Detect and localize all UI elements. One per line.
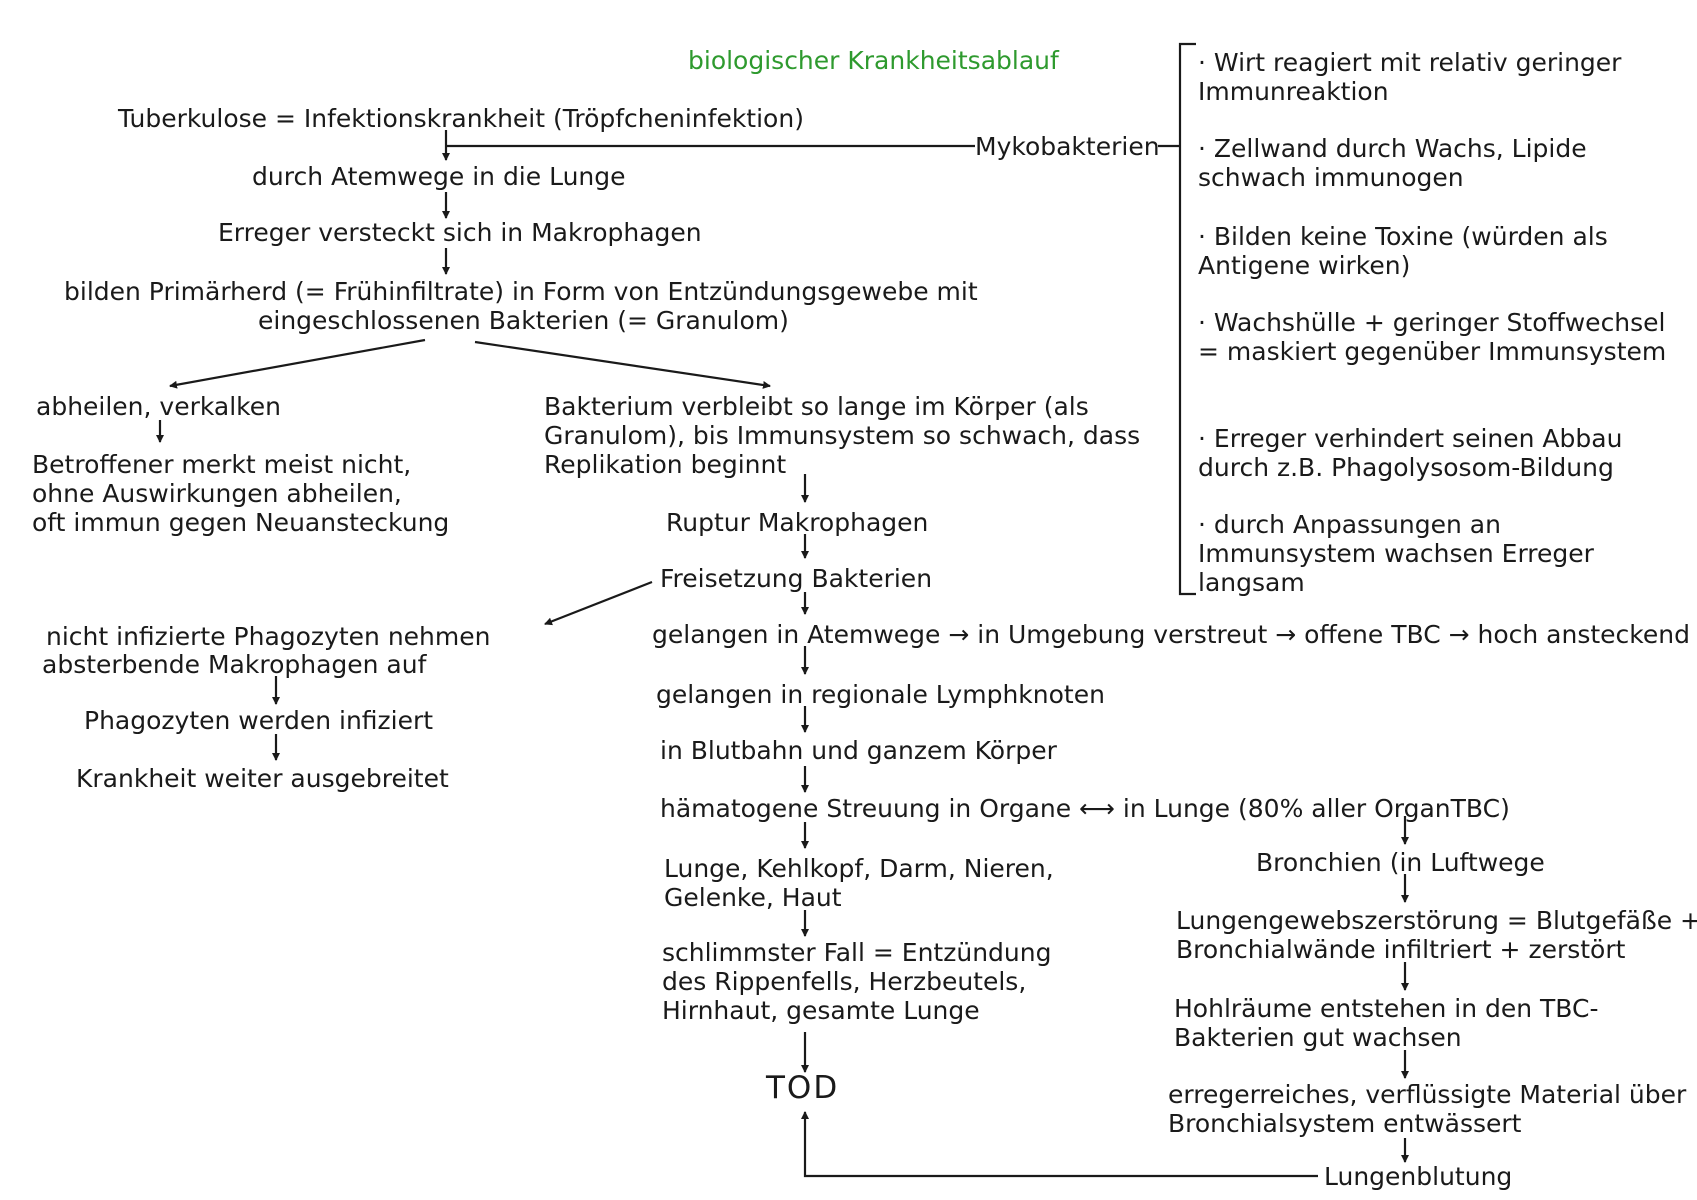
node-betroffener-line1: Betroffener merkt meist nicht,	[32, 450, 412, 479]
arrow-freisetzung-to-phagozyten	[544, 580, 653, 626]
node-ruptur: Ruptur Makrophagen	[666, 508, 929, 537]
node-atemwege: durch Atemwege in die Lunge	[252, 162, 626, 191]
fact-item: · Wachshülle + geringer Stoffwechsel = m…	[1198, 308, 1667, 366]
node-makrophagen: Erreger versteckt sich in Makrophagen	[218, 218, 702, 247]
node-phagozyten-infiziert: Phagozyten werden infiziert	[84, 706, 434, 735]
node-phagozyten-line2: absterbende Makrophagen auf	[42, 650, 427, 679]
arrow-branch-right	[474, 340, 771, 389]
node-atemwege-verstreut: gelangen in Atemwege → in Umgebung verst…	[652, 620, 1690, 649]
node-fall-line1: schlimmster Fall = Entzündung	[662, 938, 1052, 967]
node-abheilen: abheilen, verkalken	[36, 392, 281, 421]
node-mykobakterien: Mykobakterien	[975, 132, 1160, 161]
node-betroffener-line3: oft immun gegen Neuansteckung	[32, 508, 450, 537]
fact-item: · Bilden keine Toxine (würden als Antige…	[1198, 222, 1608, 280]
node-blutbahn: in Blutbahn und ganzem Körper	[660, 736, 1057, 765]
node-material-line1: erregerreiches, verflüssigte Material üb…	[1168, 1080, 1687, 1109]
node-freisetzung: Freisetzung Bakterien	[660, 564, 933, 593]
node-bakterium-line3: Replikation beginnt	[544, 450, 787, 479]
node-streuung: hämatogene Streuung in Organe ⟷ in Lunge…	[660, 794, 1510, 823]
node-tod: TOD	[766, 1070, 840, 1106]
node-bakterium-line1: Bakterium verbleibt so lange im Körper (…	[544, 392, 1089, 421]
node-lymphknoten: gelangen in regionale Lymphknoten	[656, 680, 1105, 709]
fact-item: · Zellwand durch Wachs, Lipide schwach i…	[1198, 134, 1587, 192]
node-betroffener-line2: ohne Auswirkungen abheilen,	[32, 479, 402, 508]
arrow-branch-left	[169, 338, 426, 389]
node-primaerherd-line2: eingeschlossenen Bakterien (= Granulom)	[258, 306, 789, 335]
node-zerstoerung-line2: Bronchialwände infiltriert + zerstört	[1176, 935, 1626, 964]
node-hohlraeume-line2: Bakterien gut wachsen	[1174, 1023, 1462, 1052]
node-bronchien: Bronchien (in Luftwege	[1256, 848, 1545, 877]
facts-bracket	[1178, 42, 1196, 596]
diagram-title: biologischer Krankheitsablauf	[688, 46, 1059, 75]
node-fall-line3: Hirnhaut, gesamte Lunge	[662, 996, 980, 1025]
node-organe-line2: Gelenke, Haut	[664, 883, 842, 912]
node-phagozyten-line1: nicht infizierte Phagozyten nehmen	[46, 622, 491, 651]
arrow-blutung-to-tod	[801, 1111, 1318, 1178]
node-tuberkulose: Tuberkulose = Infektionskrankheit (Tröpf…	[118, 104, 804, 133]
node-primaerherd-line1: bilden Primärherd (= Frühinfiltrate) in …	[64, 277, 978, 306]
node-bakterium-line2: Granulom), bis Immunsystem so schwach, d…	[544, 421, 1141, 450]
fact-item: · Erreger verhindert seinen Abbau durch …	[1198, 424, 1623, 482]
node-hohlraeume-line1: Hohlräume entstehen in den TBC-	[1174, 994, 1599, 1023]
fact-item: · Wirt reagiert mit relativ geringer Imm…	[1198, 48, 1622, 106]
node-lungenblutung: Lungenblutung	[1324, 1162, 1513, 1191]
fact-item: · durch Anpassungen an Immunsystem wachs…	[1198, 510, 1594, 597]
node-organe-line1: Lunge, Kehlkopf, Darm, Nieren,	[664, 854, 1054, 883]
node-zerstoerung-line1: Lungengewebszerstörung = Blutgefäße +	[1176, 906, 1697, 935]
node-material-line2: Bronchialsystem entwässert	[1168, 1109, 1522, 1138]
node-krankheit-ausgebreitet: Krankheit weiter ausgebreitet	[76, 764, 449, 793]
node-fall-line2: des Rippenfells, Herzbeutels,	[662, 967, 1027, 996]
